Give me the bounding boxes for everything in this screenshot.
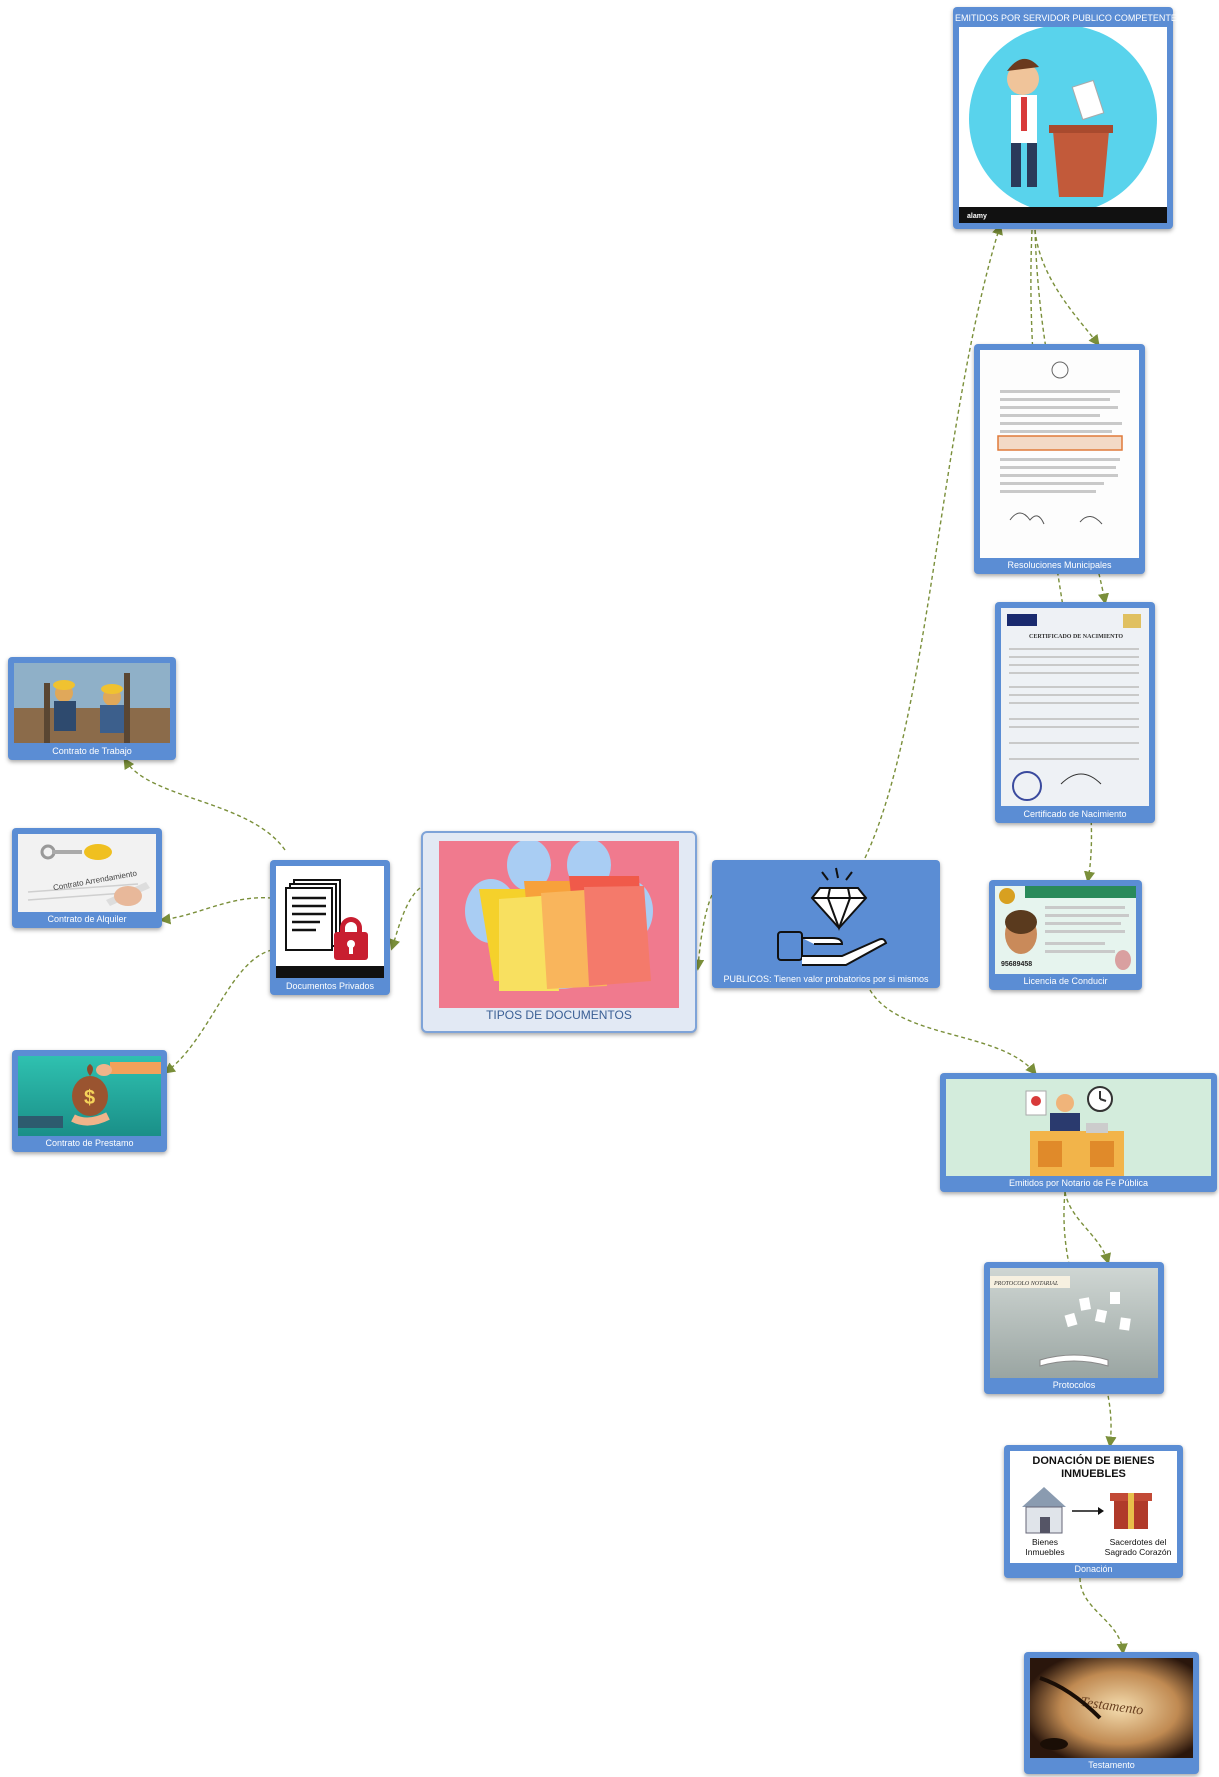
donation-house-gift-icon [1022,1487,1152,1534]
prestamo-node[interactable]: $ Contrato de Prestamo [12,1050,167,1152]
link-center-publicos [693,894,713,971]
drivers-license-image: 95689458 [995,886,1136,974]
privados-label: Documentos Privados [285,981,375,991]
folders-image [439,841,679,1008]
donation-left-label: Bienes Inmuebles [1025,1537,1065,1557]
loan-image: $ [18,1056,161,1136]
testamento-node[interactable]: Testamento Testamento [1024,1652,1199,1774]
servidor-label: EMITIDOS POR SERVIDOR PUBLICO COMPETENTE [955,13,1177,23]
diamond-hand-image [718,866,934,966]
speaker-watermark: alamy [967,213,987,220]
testament-image: Testamento [1030,1658,1193,1758]
resolution-document-icon [980,350,1139,558]
resoluciones-label: Resoluciones Municipales [1007,560,1112,570]
link-servidor-licencia [1030,229,1096,883]
link-servidor-resoluciones [1034,229,1100,347]
construction-workers-icon [14,663,170,743]
link-privados-prestamo [163,949,273,1074]
svg-text:$: $ [84,1087,95,1109]
certificate-image-text: CERTIFICADO DE NACIMIENTO [1029,634,1123,640]
rental-contract-image: Contrato Arrendamiento [18,834,156,912]
donation-right-label: Sacerdotes del Sagrado Corazón [1104,1537,1172,1557]
notario-label: Emitidos por Notario de Fe Pública [1008,1178,1149,1188]
protocol-image: PROTOCOLO NOTARIAL [990,1268,1158,1378]
center-node[interactable]: TIPOS DE DOCUMENTOS [421,831,697,1033]
link-notario-protocolos [1064,1191,1111,1265]
licencia-node[interactable]: 95689458 Licencia de Conducir [989,880,1142,990]
donation-panel: DONACIÓN DE BIENES INMUEBLES Bienes Inmu… [1010,1451,1177,1563]
donation-title: DONACIÓN DE BIENES INMUEBLES [1032,1455,1155,1480]
center-label: TIPOS DE DOCUMENTOS [486,1010,632,1021]
protocolos-node[interactable]: PROTOCOLO NOTARIAL Protocolos [984,1262,1164,1394]
servidor-node[interactable]: EMITIDOS POR SERVIDOR PUBLICO COMPETENTE… [953,7,1177,229]
diamond-hand-icon [777,867,888,966]
certificado-label: Certificado de Nacimiento [1023,809,1127,819]
testament-quill-icon: Testamento [1030,1658,1193,1758]
resolution-doc-image [980,350,1139,558]
donacion-label: Donación [1074,1564,1113,1574]
private-doc-image [276,866,384,978]
birth-certificate-image: CERTIFICADO DE NACIMIENTO [1001,608,1149,806]
drivers-license-icon: 95689458 [995,886,1136,974]
notary-desk-icon [946,1079,1211,1176]
link-publicos-servidor [864,223,1003,859]
speaker-image: alamy [959,27,1167,223]
notario-node[interactable]: Emitidos por Notario de Fe Pública [940,1073,1217,1192]
privados-node[interactable]: Documentos Privados [270,860,390,995]
publicos-label: PUBLICOS: Tienen valor probatorios por s… [723,974,929,984]
link-donacion-testamento [1079,1577,1128,1655]
trabajo-label: Contrato de Trabajo [52,746,132,756]
alquiler-node[interactable]: Contrato Arrendamiento Contrato de Alqui… [12,828,162,928]
license-image-number: 95689458 [1001,961,1032,968]
protocolos-label: Protocolos [1052,1380,1096,1390]
licencia-label: Licencia de Conducir [1023,976,1108,986]
prestamo-label: Contrato de Prestamo [45,1138,134,1148]
protocol-book-icon: PROTOCOLO NOTARIAL [990,1268,1158,1378]
link-center-privados [389,887,421,951]
folders-icon [439,841,679,1008]
link-privados-alquiler [159,897,273,925]
testamento-label: Testamento [1088,1760,1135,1770]
publicos-node[interactable]: PUBLICOS: Tienen valor probatorios por s… [712,860,940,988]
notary-image [946,1079,1211,1176]
locked-document-icon [276,879,384,978]
birth-certificate-icon: CERTIFICADO DE NACIMIENTO [1001,608,1149,806]
donacion-node[interactable]: DONACIÓN DE BIENES INMUEBLES Bienes Inmu… [1004,1445,1183,1578]
trabajo-node[interactable]: Contrato de Trabajo [8,657,176,760]
link-privados-trabajo [123,757,286,851]
protocol-image-text: PROTOCOLO NOTARIAL [993,1281,1059,1287]
money-bag-hands-icon: $ [18,1056,161,1136]
certificado-node[interactable]: CERTIFICADO DE NACIMIENTO Certificado de… [995,602,1155,823]
link-publicos-notario [869,989,1037,1076]
resoluciones-node[interactable]: Resoluciones Municipales [974,344,1145,574]
speaker-podium-icon: alamy [959,27,1167,223]
workers-image [14,663,170,743]
contract-keys-icon: Contrato Arrendamiento [18,834,156,912]
link-notario-donacion [1063,1191,1117,1448]
alquiler-label: Contrato de Alquiler [47,914,127,924]
